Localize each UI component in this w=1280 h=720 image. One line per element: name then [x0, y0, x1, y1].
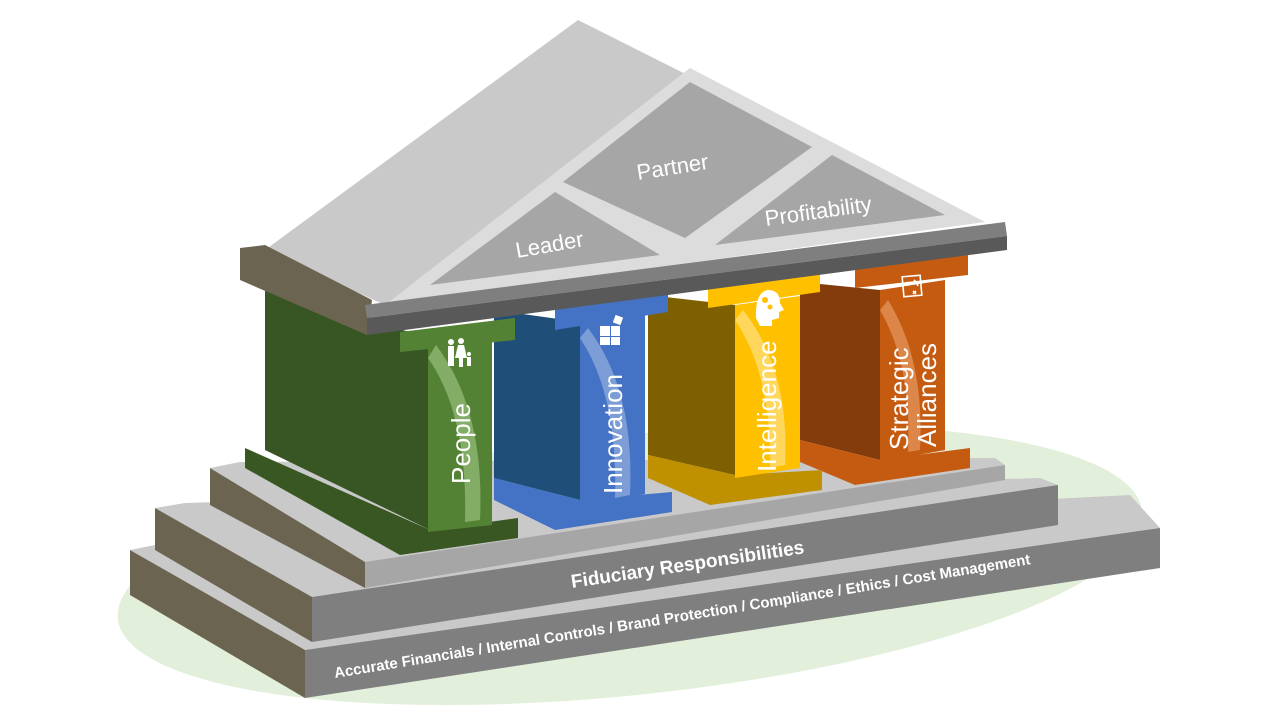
pillar-label-alliances: Alliances [912, 343, 942, 447]
puzzle-icon [600, 314, 624, 345]
head-gears-icon [755, 290, 784, 326]
roof-panel-profitability [715, 155, 945, 245]
pillar-strategic-alliances [800, 255, 970, 485]
pillar-label-intelligence: Intelligence [752, 340, 782, 472]
pillar-label-people: People [446, 403, 476, 484]
pillar-label-innovation: Innovation [598, 374, 628, 494]
pillar-label-strategic: Strategic [884, 347, 914, 450]
roof [240, 20, 1007, 335]
pillar-innovation [494, 290, 672, 530]
roof-panel-leader [430, 192, 660, 285]
strategy-board-icon [901, 274, 923, 298]
pillar-people [245, 290, 518, 555]
family-icon [448, 338, 471, 367]
roof-panel-partner [563, 82, 812, 238]
